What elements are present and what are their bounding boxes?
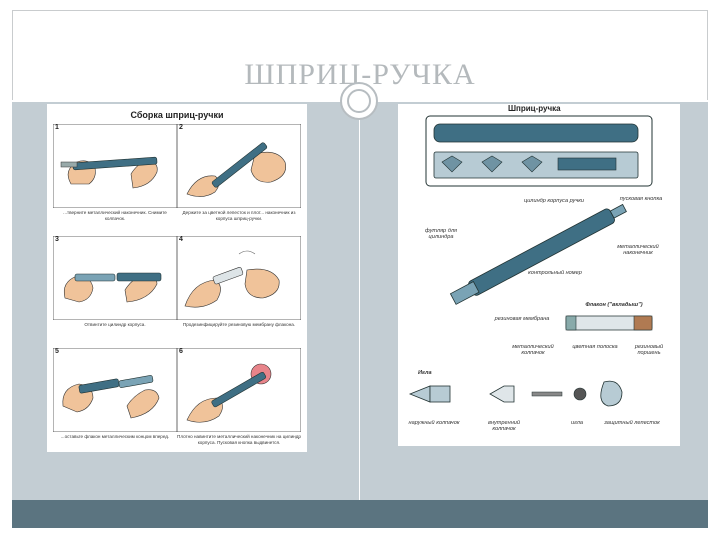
label-metal-cap: металлический колпачок [512,344,554,357]
step-3-illustration [53,236,177,320]
label-inner-cap: внутренний колпачок [488,420,520,433]
step-5-caption: ...оставьте флакон металлическим концом … [60,434,170,439]
step-4-number: 4 [179,236,183,243]
label-piston: резиновый поршень [634,344,664,357]
label-membrane: резиновая мембрана [494,316,550,322]
label-protective-petal: защитный лепесток [604,420,660,426]
label-cap-holder: футляр для цилиндра [425,228,457,241]
step-6-caption: Плотно навинтите металлический наконечни… [177,434,301,445]
center-divider [359,102,360,502]
step-6-illustration [177,348,301,432]
step-4-caption: Продезинфицируйте резиновую мембрану фла… [182,322,296,327]
step-2-caption: Держите за цветной лепесток и плот... на… [182,210,296,221]
step-3-number: 3 [55,236,59,243]
step-6-number: 6 [179,348,183,355]
label-barrel: цилиндр корпуса ручки [524,198,584,204]
assembly-panel: Сборка шприц-ручки 1 ...тверните металли… [47,104,307,452]
label-control-number: контрольный номер [528,270,582,276]
step-5-illustration [53,348,177,432]
step-1-illustration [53,124,177,208]
step-1-caption: ...тверните металлический наконечник. Сн… [63,210,167,221]
label-color-stripe: цветная полоска [572,344,618,350]
label-vial: Флакон ("вкладыш") [585,302,643,308]
label-needle-section: Игла [418,370,432,376]
label-outer-cap: наружный колпачок [408,420,460,426]
bottom-bar [12,500,708,528]
label-needle-part: игла [570,420,584,426]
assembly-title: Сборка шприц-ручки [130,110,224,120]
step-3-caption: Отвинтите цилиндр корпуса. [84,322,146,327]
step-2-number: 2 [179,124,183,131]
title-ring-ornament [340,82,378,120]
step-5-number: 5 [55,348,59,355]
label-trigger: пусковая кнопка [619,196,663,202]
pen-parts-diagram [408,115,653,407]
step-1-number: 1 [55,124,59,131]
step-4-illustration [177,236,301,320]
label-metal-tip: металлический наконечник [617,244,659,257]
pen-parts-panel: Шприц-ручка цилиндр корпуса ручки пусков… [398,104,680,446]
pen-parts-title: Шприц-ручка [508,104,561,113]
step-2-illustration [177,124,301,208]
